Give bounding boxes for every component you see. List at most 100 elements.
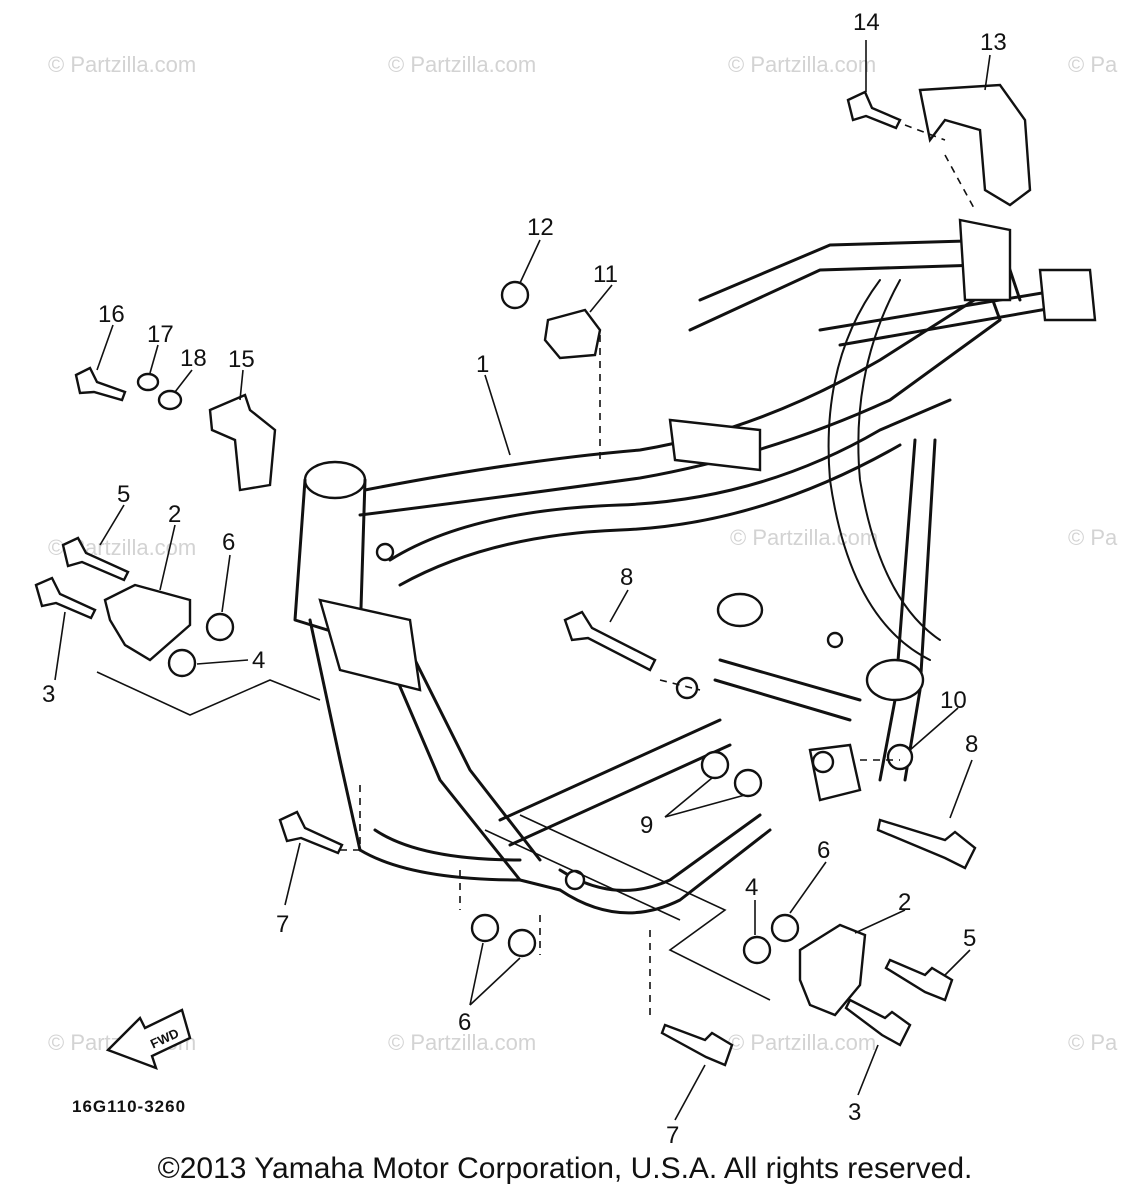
callout-1: 1 (476, 351, 489, 378)
seat-bracket (668, 418, 762, 472)
leader-line (949, 759, 973, 819)
seat-rail-upper (818, 288, 1062, 332)
assembly-line (659, 679, 701, 691)
hardware-parts (34, 83, 1032, 1067)
callout-7-bottom: 7 (666, 1122, 679, 1149)
bolt-8-right (876, 818, 977, 870)
washer-18 (157, 389, 183, 411)
watermark: © Partzilla.com (48, 52, 196, 77)
rear-fender-curve (827, 279, 931, 661)
nut-4-left (167, 648, 197, 678)
backbone-tube-upper (363, 288, 992, 492)
bolt-5-right (884, 958, 954, 1002)
leader-line (857, 1044, 879, 1096)
watermark: © Partzilla.com (730, 525, 878, 550)
callout-3-left: 3 (42, 681, 55, 708)
nut-4-right (742, 935, 772, 965)
leader-line (149, 344, 159, 374)
leader-lines (54, 40, 991, 1121)
cross-member-pivot (718, 658, 862, 702)
leader-line (174, 369, 193, 393)
leader-line (589, 284, 613, 313)
shock-mount (1038, 268, 1097, 322)
callout-13: 13 (980, 29, 1007, 56)
collar-9 (733, 768, 763, 798)
nut-6-right (770, 913, 800, 943)
leader-line (909, 707, 959, 751)
washer-17 (136, 372, 160, 392)
leader-line (239, 369, 244, 401)
damper-11 (543, 308, 602, 360)
lower-cradle-right (558, 828, 772, 915)
callout-4-left: 4 (252, 647, 265, 674)
front-downtube-right-2 (398, 628, 542, 862)
callout-18: 18 (180, 345, 207, 372)
callout-4-right: 4 (745, 874, 758, 901)
frame-boss (826, 631, 844, 649)
assembly-line (944, 154, 976, 211)
head-pipe (303, 460, 367, 500)
leader-line (284, 842, 301, 906)
backbone-tube-second-lower (398, 443, 902, 587)
leader-line (469, 957, 521, 1006)
callout-2-right: 2 (898, 889, 911, 916)
callout-5-left: 5 (117, 481, 130, 508)
leader-line (159, 524, 176, 591)
assembly-lines (96, 124, 976, 1020)
callout-6-bottom: 6 (458, 1009, 471, 1036)
bolt-3-left (34, 576, 97, 620)
main-frame-drawing (293, 218, 1097, 915)
nut-12 (500, 280, 530, 310)
assembly-line (340, 780, 361, 851)
callout-7-left: 7 (276, 911, 289, 938)
lower-cradle-left (358, 848, 562, 892)
bracket-13 (918, 83, 1032, 207)
callout-9: 9 (640, 812, 653, 839)
bolt-16 (74, 366, 127, 402)
backbone-tube-lower (358, 318, 1002, 517)
leader-line (674, 1064, 706, 1121)
bracket-15 (208, 393, 277, 492)
leader-line (221, 554, 231, 613)
pivot-boss-right (865, 658, 925, 702)
callout-11: 11 (593, 261, 618, 288)
leader-line (854, 909, 906, 934)
pivot-boss-left (716, 592, 764, 628)
collar-9 (700, 750, 730, 780)
leader-line (944, 949, 971, 976)
lower-cross-tube (498, 718, 722, 822)
frame-boss (675, 676, 699, 700)
leader-line (664, 777, 713, 818)
leader-line (984, 54, 991, 91)
front-downtube-left (308, 618, 362, 852)
callout-5-right: 5 (963, 925, 976, 952)
frame-boss (375, 542, 395, 562)
bolt-3-right (844, 998, 912, 1047)
watermark: © Pa (1068, 1030, 1118, 1055)
lower-cradle-left-2 (373, 828, 522, 862)
bolt-5-left (61, 536, 130, 582)
bracket-2-left (103, 583, 192, 662)
bolt-7-left (278, 810, 344, 855)
watermark: © Partzilla.com (728, 52, 876, 77)
callout-12: 12 (527, 214, 554, 241)
leader-line (789, 861, 827, 914)
watermark: © Pa (1068, 52, 1118, 77)
callout-15: 15 (228, 346, 255, 373)
callout-3-right: 3 (848, 1099, 861, 1126)
watermark: © Pa (1068, 525, 1118, 550)
callout-16: 16 (98, 301, 125, 328)
copyright-notice: ©2013 Yamaha Motor Corporation, U.S.A. A… (157, 1152, 973, 1185)
callout-numbers: 1 2 2 3 3 4 4 5 5 6 6 6 7 7 8 8 9 10 11 … (42, 9, 1007, 1149)
nut-6-left (205, 612, 235, 642)
tank-mount-bracket (958, 218, 1012, 302)
watermark: © Partzilla.com (388, 1030, 536, 1055)
callout-8-right: 8 (965, 731, 978, 758)
leader-line (196, 659, 249, 665)
seat-rail-right (688, 263, 1002, 332)
callout-6-left: 6 (222, 529, 235, 556)
bolt-14 (846, 90, 902, 130)
assembly-line (519, 814, 771, 1001)
drawing-code: 16G110-3260 (72, 1097, 186, 1116)
